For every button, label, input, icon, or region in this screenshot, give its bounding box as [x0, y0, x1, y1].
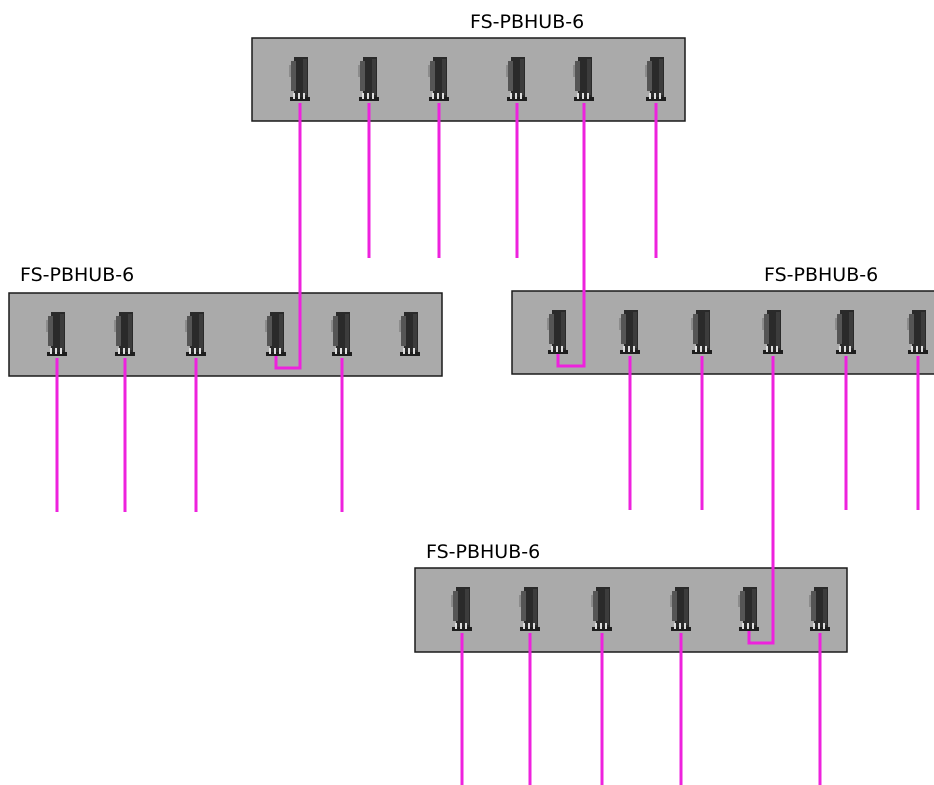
hub-right-body: [511, 290, 934, 375]
hub-bottom-port-connector-4: [670, 587, 691, 631]
hub-left-port-connector-5: [331, 312, 352, 356]
hub-left-port-connector-3: [185, 312, 206, 356]
hub-right-port-connector-3: [691, 310, 712, 354]
hub-bottom-port-connector-5: [738, 587, 759, 631]
hub-left-port-connector-4: [265, 312, 286, 356]
hub-top-body: [251, 37, 686, 122]
hub-top-port-connector-2: [358, 57, 379, 101]
hub-left-port-connector-6: [399, 312, 420, 356]
hub-right-port-connector-1: [547, 310, 568, 354]
hub-bottom-label: FS-PBHUB-6: [426, 541, 541, 563]
hub-left-body: [8, 292, 443, 377]
hub-top-port-connector-6: [645, 57, 666, 101]
hub-left-label: FS-PBHUB-6: [20, 264, 135, 286]
hub-top-port-connector-1: [289, 57, 310, 101]
hub-bottom-port-connector-6: [809, 587, 830, 631]
hub-right-port-connector-2: [619, 310, 640, 354]
hub-bottom-port-connector-3: [591, 587, 612, 631]
hub-top-port-connector-5: [573, 57, 594, 101]
link-cable-3: [747, 356, 775, 645]
hub-left-port-connector-2: [114, 312, 135, 356]
link-cable-1: [274, 103, 302, 370]
hub-top-port-connector-4: [506, 57, 527, 101]
hub-top-port-connector-3: [428, 57, 449, 101]
hub-right-port-connector-6: [907, 310, 928, 354]
hub-right-port-connector-4: [762, 310, 783, 354]
hub-top-label: FS-PBHUB-6: [470, 11, 585, 33]
hub-bottom-port-connector-2: [519, 587, 540, 631]
hub-left-port-connector-1: [46, 312, 67, 356]
hub-right-label: FS-PBHUB-6: [764, 264, 879, 286]
hub-right-port-connector-5: [835, 310, 856, 354]
hub-bottom-port-connector-1: [451, 587, 472, 631]
link-cable-2: [556, 103, 586, 368]
hub-bottom-body: [414, 567, 848, 653]
